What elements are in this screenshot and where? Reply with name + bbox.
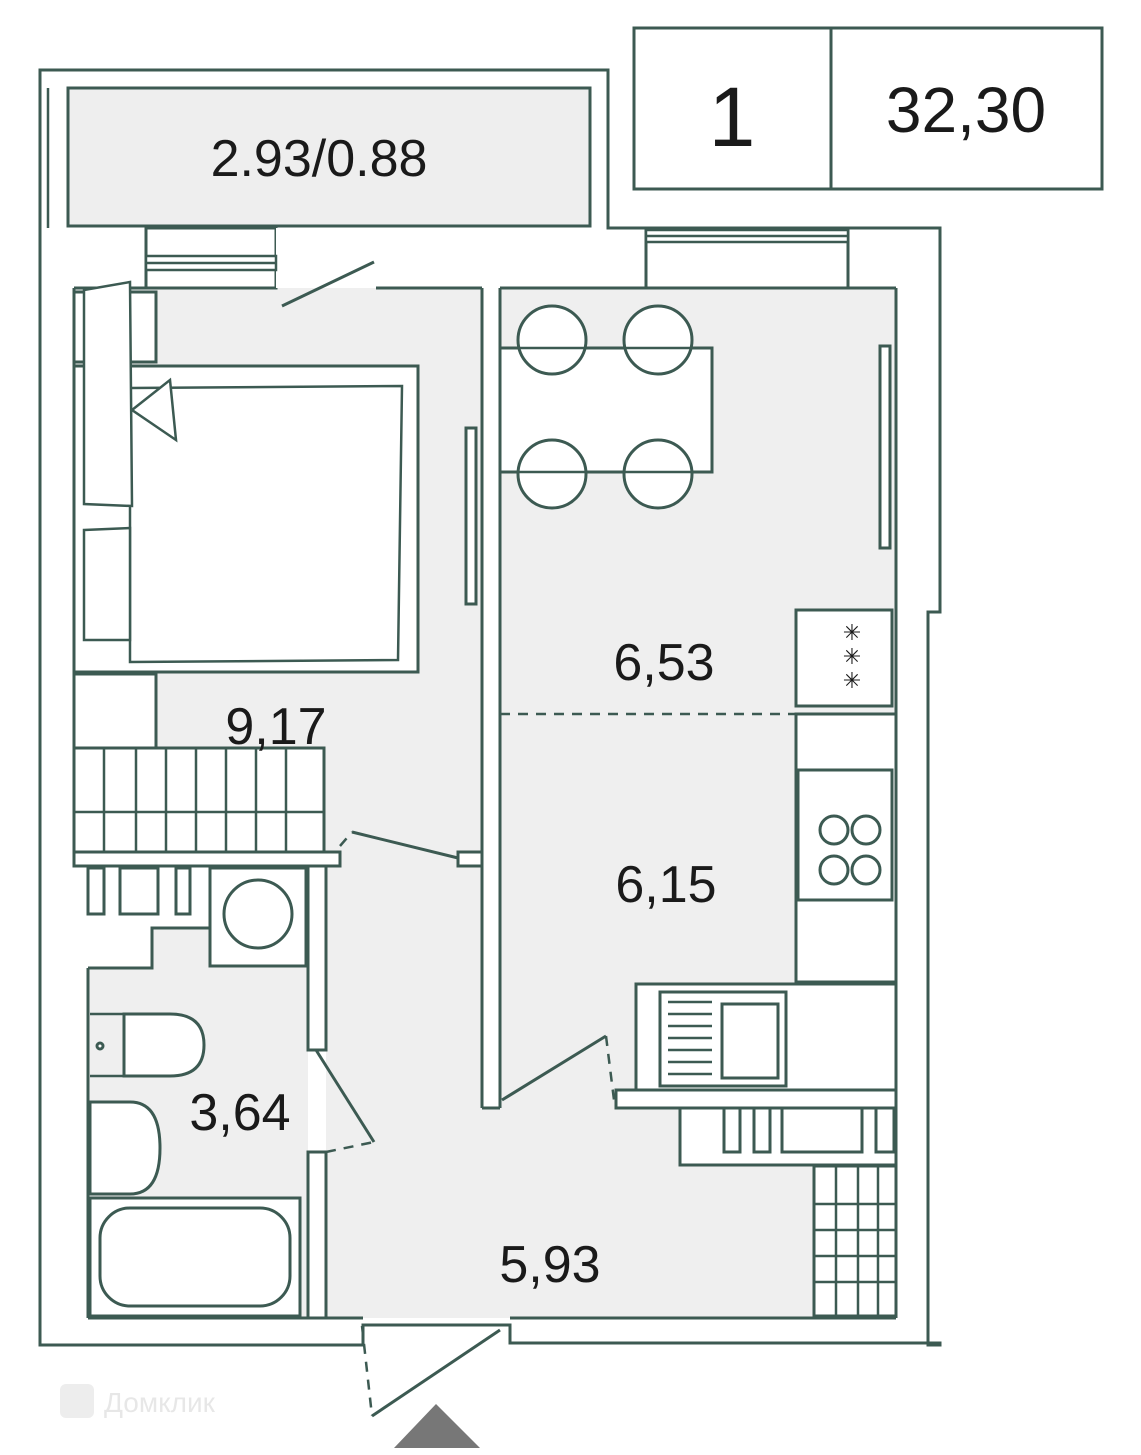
- toilet: [122, 1012, 206, 1078]
- bathroom-furniture: 3,64: [88, 866, 308, 1318]
- svg-text:✳: ✳: [843, 620, 861, 645]
- entrance-arrow-icon: [394, 1404, 480, 1448]
- windows: [144, 228, 850, 272]
- total-area: 32,30: [886, 74, 1046, 146]
- watermark-text: Домклик: [104, 1387, 216, 1418]
- wardrobe-tv: [464, 426, 478, 606]
- doors: [281, 260, 616, 1418]
- pillow-bottom: [82, 526, 132, 642]
- chair-1: [516, 304, 588, 376]
- chair-4: [622, 438, 694, 510]
- kitchen-furniture: 6,15: [615, 712, 898, 1092]
- shelf-unit: [72, 746, 326, 854]
- hallway-shelf: [812, 1164, 898, 1318]
- nightstand-bottom: [72, 672, 158, 750]
- hallway-area-label: 5,93: [499, 1236, 600, 1294]
- dining-furniture: ✳ ✳ ✳ 6,53: [498, 304, 896, 716]
- chair-2: [622, 304, 694, 376]
- svg-text:✳: ✳: [843, 644, 861, 669]
- dining-area-label: 6,53: [613, 634, 714, 692]
- wall-tv: [878, 344, 892, 550]
- summary-box: 1 32,30: [632, 26, 1104, 191]
- balcony-area-label: 2.93/0.88: [211, 130, 428, 188]
- fridge: [794, 608, 894, 708]
- kitchen-area-label: 6,15: [615, 856, 716, 914]
- bathroom-area-label: 3,64: [189, 1084, 290, 1142]
- bedroom-area-label: 9,17: [225, 698, 326, 756]
- sink-basin: [88, 1100, 162, 1196]
- watermark: Домклик: [60, 1384, 216, 1418]
- balcony: 2.93/0.88: [66, 86, 592, 228]
- hallway-furniture: 5,93: [499, 1164, 898, 1318]
- chair-3: [516, 438, 588, 510]
- pillow-top: [82, 280, 134, 508]
- hallway: [326, 852, 896, 1318]
- svg-text:✳: ✳: [843, 668, 861, 693]
- rooms-count: 1: [709, 70, 756, 164]
- bedroom-furniture: 9,17: [72, 280, 478, 854]
